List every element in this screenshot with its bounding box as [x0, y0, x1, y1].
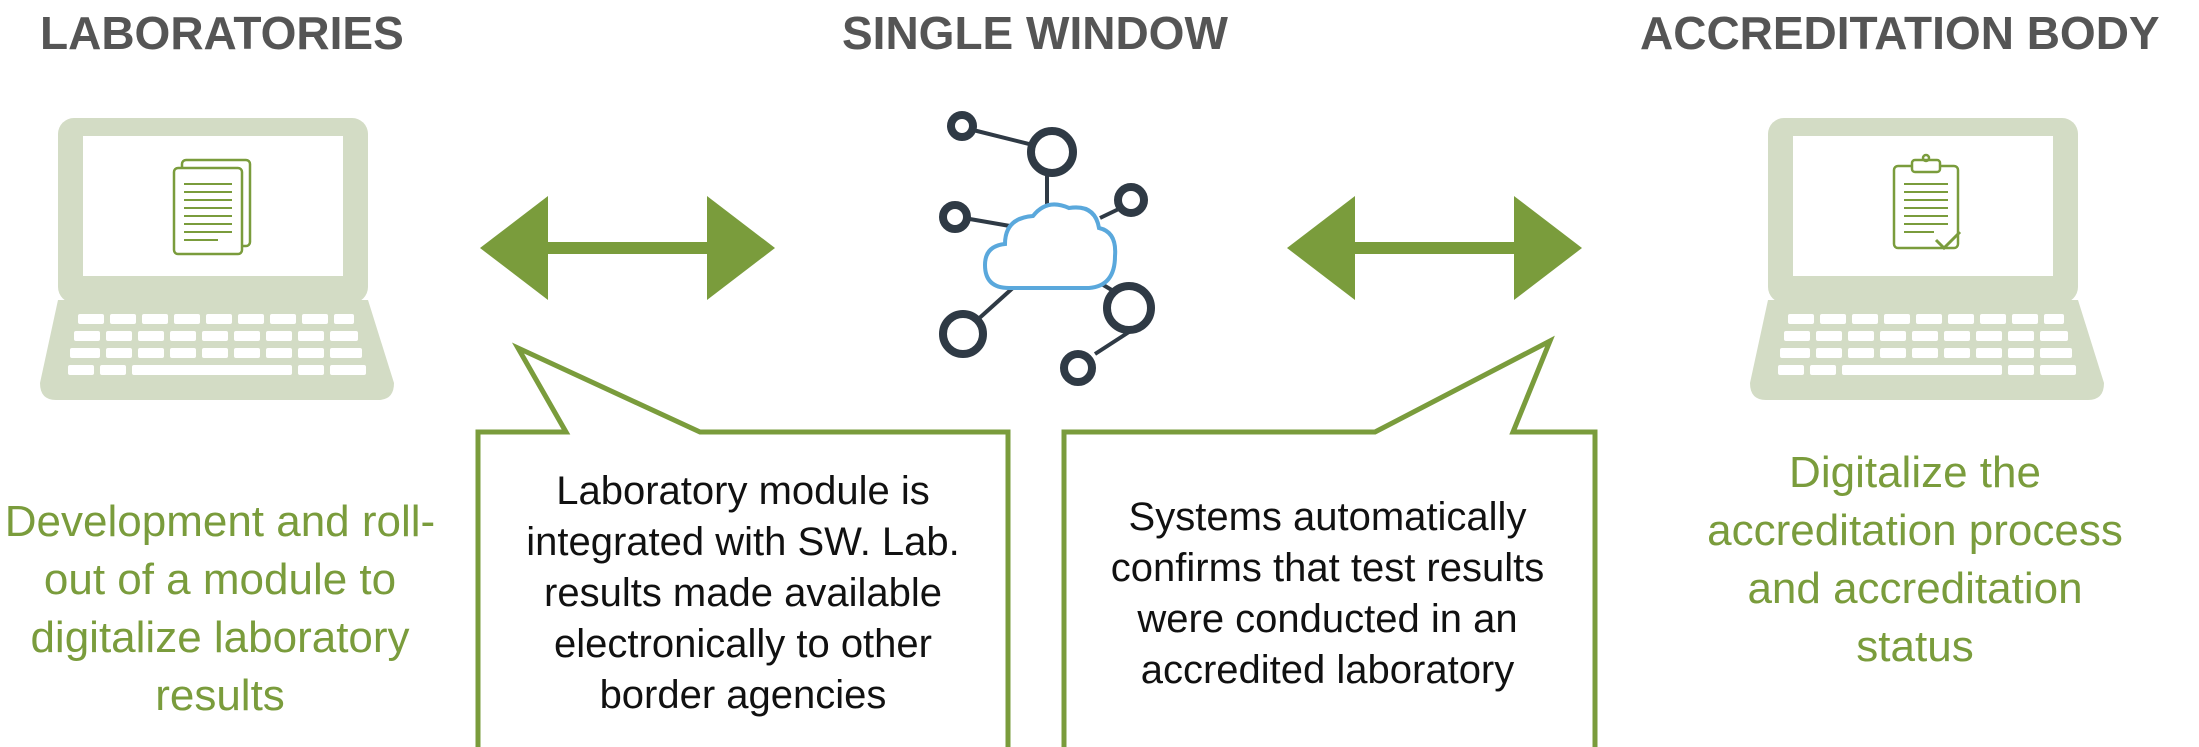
- heading-laboratories: LABORATORIES: [40, 7, 404, 59]
- double-arrow-left: [480, 196, 775, 300]
- laboratories-description: Development and roll-out of a module to …: [4, 497, 436, 720]
- cloud-network-icon: [905, 100, 1185, 400]
- laptop-documents-icon: [38, 118, 398, 403]
- heading-single-window: SINGLE WINDOW: [842, 7, 1228, 59]
- callout-right-outline: [1055, 333, 1615, 747]
- callout-left-text: Laboratory module is integrated with SW.…: [526, 469, 960, 717]
- callout-right-text: Systems automatically confirms that test…: [1110, 495, 1545, 692]
- callout-left-outline: [470, 340, 1020, 747]
- laptop-clipboard-icon: [1748, 118, 2108, 403]
- double-arrow-right: [1287, 196, 1582, 300]
- accreditation-description: Digitalize the accreditation process and…: [1707, 448, 2123, 671]
- heading-accreditation-body: ACCREDITATION BODY: [1640, 7, 2160, 59]
